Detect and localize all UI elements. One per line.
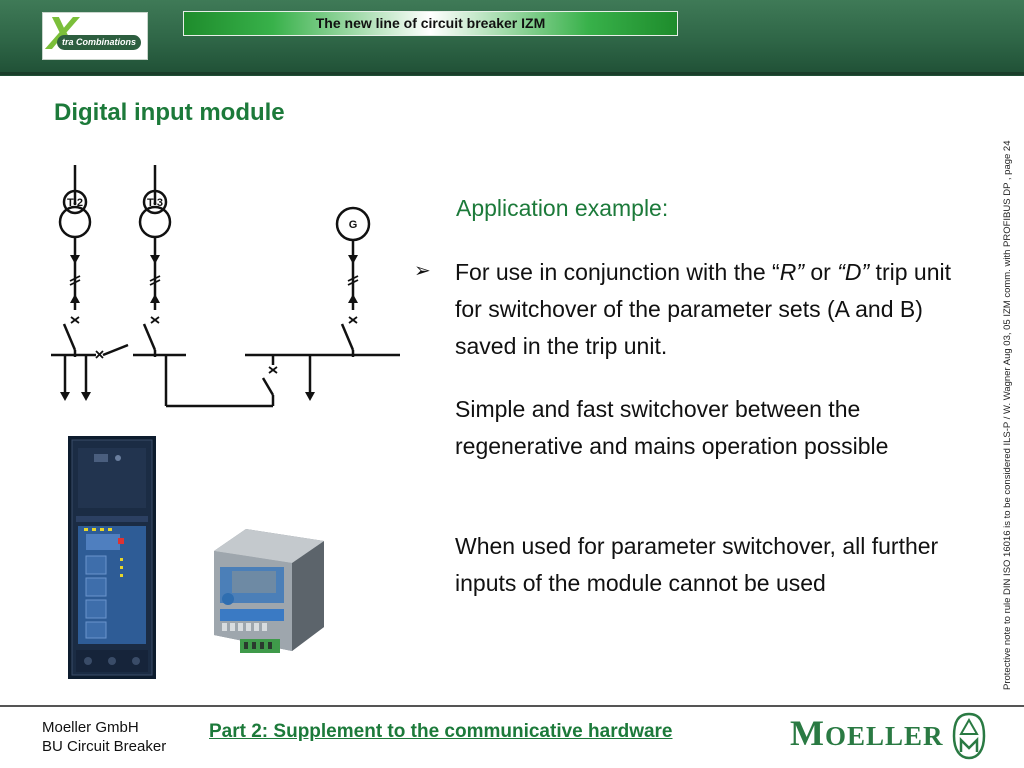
diagram-label-t3: T-3 bbox=[147, 197, 163, 209]
moeller-initial: M bbox=[790, 713, 825, 753]
company-info: Moeller GmbH BU Circuit Breaker bbox=[42, 718, 166, 756]
paragraph-usage-or: or bbox=[804, 259, 838, 285]
paragraph-usage-text-1: For use in conjunction with the “ bbox=[455, 259, 780, 285]
logo-text: tra Combinations bbox=[57, 35, 141, 50]
page-title: Digital input module bbox=[54, 99, 285, 126]
digital-input-module-image bbox=[214, 529, 324, 653]
paragraph-usage-text-2: trip unit for switchover of the paramete… bbox=[455, 259, 951, 359]
trip-unit-d: “D” bbox=[837, 259, 870, 285]
paragraph-usage: For use in conjunction with the “R” or “… bbox=[455, 254, 975, 365]
moeller-wordmark: MOELLER bbox=[790, 712, 944, 754]
diagram-label-t2: T-2 bbox=[67, 197, 83, 209]
paragraph-restriction: When used for parameter switchover, all … bbox=[455, 533, 939, 596]
header-title: The new line of circuit breaker IZM bbox=[183, 11, 678, 36]
footer-part-title: Part 2: Supplement to the communicative … bbox=[209, 721, 673, 742]
company-name: Moeller GmbH bbox=[42, 719, 139, 736]
diagram-label-g: G bbox=[349, 219, 358, 231]
trip-unit-image bbox=[68, 436, 156, 679]
paragraph-switchover: Simple and fast switchover between the r… bbox=[455, 396, 889, 459]
trip-unit-r: R” bbox=[779, 259, 804, 285]
xtra-combinations-logo: X tra Combinations bbox=[42, 9, 148, 60]
header-divider bbox=[0, 72, 1024, 75]
circuit-diagram: T-2 T-3 G bbox=[51, 165, 400, 408]
side-note: Protective note to rule DIN ISO 16016 is… bbox=[1002, 140, 1013, 691]
header-bar: X tra Combinations The new line of circu… bbox=[0, 0, 1024, 76]
moeller-emblem-icon bbox=[952, 712, 986, 760]
bullet-arrow-icon: ➢ bbox=[414, 260, 431, 282]
footer-divider bbox=[0, 705, 1024, 707]
company-division: BU Circuit Breaker bbox=[42, 738, 167, 755]
application-example-heading: Application example: bbox=[456, 195, 669, 221]
moeller-rest: OELLER bbox=[824, 721, 944, 751]
